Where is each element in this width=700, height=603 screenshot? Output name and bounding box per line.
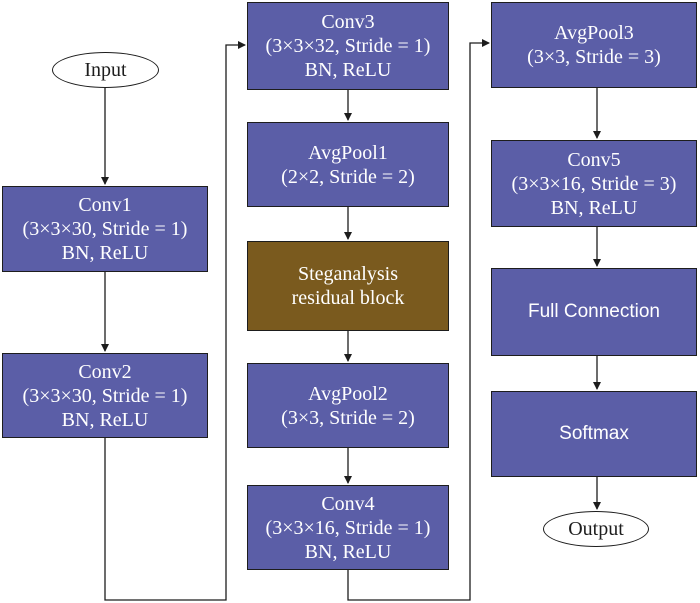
conv5-title: Conv5 xyxy=(567,148,621,171)
avgpool1-params: (2×2, Stride = 2) xyxy=(281,165,415,188)
output-label: Output xyxy=(568,517,624,540)
avgpool1-title: AvgPool1 xyxy=(308,141,388,164)
conv1-extra: BN, ReLU xyxy=(61,242,149,264)
avgpool2-title: AvgPool2 xyxy=(308,382,388,405)
conv2-block: Conv2 (3×3×30, Stride = 1) BN, ReLU xyxy=(2,353,208,438)
conv4-block: Conv4 (3×3×16, Stride = 1) BN, ReLU xyxy=(247,485,449,570)
conv5-params: (3×3×16, Stride = 3) xyxy=(511,172,677,195)
residual-label-line1: Steganalysis xyxy=(298,263,398,285)
steganalysis-residual-block: Steganalysis residual block xyxy=(247,241,449,331)
avgpool1-block: AvgPool1 (2×2, Stride = 2) xyxy=(247,122,449,207)
conv3-extra: BN, ReLU xyxy=(304,59,392,81)
conv1-params: (3×3×30, Stride = 1) xyxy=(22,218,188,240)
conv5-extra: BN, ReLU xyxy=(550,196,638,219)
input-label: Input xyxy=(84,58,127,81)
conv5-block: Conv5 (3×3×16, Stride = 3) BN, ReLU xyxy=(491,140,697,227)
conv3-title: Conv3 xyxy=(321,11,375,33)
avgpool3-block: AvgPool3 (3×3, Stride = 3) xyxy=(491,2,697,88)
arrow-conv2-to-conv3 xyxy=(104,41,246,601)
conv1-block: Conv1 (3×3×30, Stride = 1) BN, ReLU xyxy=(2,186,208,272)
full-connection-block: Full Connection xyxy=(491,268,697,356)
softmax-label: Softmax xyxy=(559,423,629,444)
avgpool2-block: AvgPool2 (3×3, Stride = 2) xyxy=(247,363,449,448)
input-terminal: Input xyxy=(52,52,159,88)
arrow-conv4-to-avgpool3 xyxy=(347,39,490,601)
conv4-params: (3×3×16, Stride = 1) xyxy=(265,516,431,539)
conv3-params: (3×3×32, Stride = 1) xyxy=(265,35,431,57)
conv2-title: Conv2 xyxy=(78,360,132,383)
avgpool3-title: AvgPool3 xyxy=(554,22,634,44)
avgpool3-params: (3×3, Stride = 3) xyxy=(527,46,661,68)
conv2-params: (3×3×30, Stride = 1) xyxy=(22,384,188,407)
conv4-extra: BN, ReLU xyxy=(304,540,392,563)
conv4-title: Conv4 xyxy=(321,492,375,515)
output-terminal: Output xyxy=(543,511,649,547)
full-connection-label: Full Connection xyxy=(527,301,661,322)
softmax-block: Softmax xyxy=(491,391,697,477)
residual-label-line2: residual block xyxy=(291,287,405,309)
conv2-extra: BN, ReLU xyxy=(61,408,149,431)
avgpool2-params: (3×3, Stride = 2) xyxy=(281,406,415,429)
conv1-title: Conv1 xyxy=(78,194,132,216)
conv3-block: Conv3 (3×3×32, Stride = 1) BN, ReLU xyxy=(247,2,449,90)
